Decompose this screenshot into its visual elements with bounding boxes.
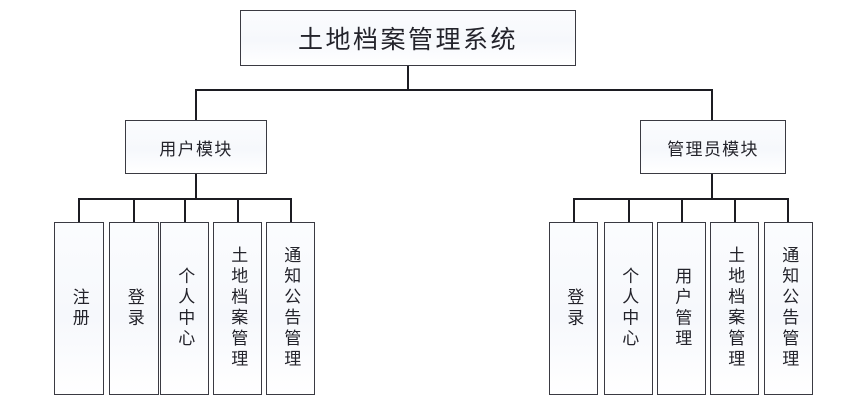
leaf-node-admin-user-management: 用户管理 — [657, 222, 706, 395]
leaf-node-user-notice-management: 通知公告管理 — [266, 222, 315, 395]
leaf-node-admin-notice-management-label: 通知公告管理 — [779, 246, 799, 371]
leaf-node-user-login: 登录 — [109, 222, 159, 395]
leaf-node-admin-personal-center-label: 个人中心 — [619, 267, 639, 350]
leaf-node-user-register: 注册 — [54, 222, 104, 395]
connector-drop-admin-leaf-5 — [787, 198, 789, 223]
leaf-node-admin-user-management-label: 用户管理 — [672, 267, 692, 350]
connector-drop-admin-leaf-4 — [734, 198, 736, 223]
leaf-node-user-login-label: 登录 — [124, 287, 144, 330]
connector-drop-user-leaf-3 — [184, 198, 186, 223]
connector-user-module-stem — [195, 174, 197, 199]
module-node-user: 用户模块 — [125, 120, 267, 174]
connector-drop-admin-leaf-1 — [573, 198, 575, 223]
connector-drop-admin-module — [711, 89, 713, 121]
connector-drop-admin-leaf-3 — [681, 198, 683, 223]
module-node-user-label: 用户模块 — [159, 139, 233, 159]
connector-root-stem — [407, 66, 409, 90]
connector-main-bus — [195, 89, 713, 91]
root-node-label: 土地档案管理系统 — [297, 27, 518, 54]
leaf-node-admin-notice-management: 通知公告管理 — [764, 222, 813, 395]
leaf-node-admin-land-archive-management: 土地档案管理 — [710, 222, 759, 395]
connector-drop-admin-leaf-2 — [628, 198, 630, 223]
leaf-node-admin-login-label: 登录 — [564, 287, 584, 330]
connector-drop-user-leaf-4 — [237, 198, 239, 223]
leaf-node-user-land-archive-management-label: 土地档案管理 — [228, 246, 248, 371]
leaf-node-admin-land-archive-management-label: 土地档案管理 — [725, 246, 745, 371]
module-node-admin: 管理员模块 — [640, 120, 786, 174]
leaf-node-user-personal-center: 个人中心 — [160, 222, 209, 395]
root-node-system: 土地档案管理系统 — [240, 10, 576, 66]
leaf-node-admin-login: 登录 — [549, 222, 598, 395]
connector-drop-user-leaf-1 — [78, 198, 80, 223]
connector-drop-user-leaf-2 — [133, 198, 135, 223]
leaf-node-user-register-label: 注册 — [69, 287, 89, 330]
leaf-node-user-land-archive-management: 土地档案管理 — [213, 222, 262, 395]
leaf-node-admin-personal-center: 个人中心 — [604, 222, 653, 395]
module-node-admin-label: 管理员模块 — [667, 139, 759, 159]
leaf-node-user-notice-management-label: 通知公告管理 — [281, 246, 301, 371]
connector-drop-user-leaf-5 — [290, 198, 292, 223]
connector-drop-user-module — [195, 89, 197, 121]
leaf-node-user-personal-center-label: 个人中心 — [175, 267, 195, 350]
connector-admin-module-stem — [711, 174, 713, 199]
